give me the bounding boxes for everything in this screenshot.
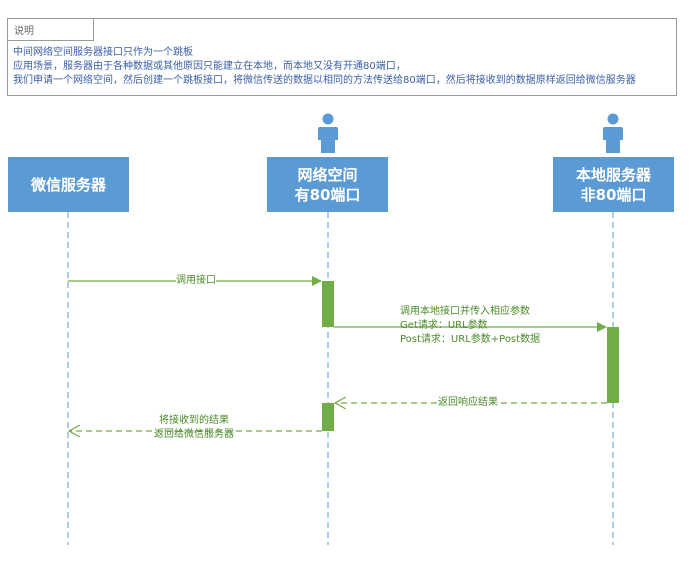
participant-label: 本地服务器 [575,165,651,184]
message-label-call-interface: 调用接口 [176,274,216,288]
message-label-return-result: 返回响应结果 [438,396,498,410]
participant-wechat-server: 微信服务器 [8,157,129,212]
message-label-call-local: 调用本地接口并传入相应参数 Get请求：URL参数 Post请求：URL参数+P… [400,305,540,347]
activation-local-server [607,327,619,403]
activation-network-space-1 [322,281,334,327]
participant-label: 非80端口 [580,185,647,204]
note-line-1: 中间网络空间服务器接口只作为一个跳板 [13,47,193,58]
note-line-2: 应用场景，服务器由于各种数据或其他原因只能建立在本地，而本地又没有开通80端口， [13,61,406,72]
message-text: 调用本地接口并传入相应参数 [400,306,530,317]
message-text: 调用接口 [176,275,216,286]
note-line-3: 我们申请一个网络空间，然后创建一个跳板接口，将微信传送的数据以相同的方法传送给8… [13,75,636,86]
message-text: 将接收到的结果 [159,415,229,426]
participant-local-server: 本地服务器 非80端口 [553,157,674,212]
message-label-return-wechat: 将接收到的结果 返回给微信服务器 [154,414,234,442]
actor-local-server-icon [603,113,623,153]
activation-network-space-2 [322,403,334,431]
actor-network-space-icon [318,113,338,153]
note-tab [8,19,94,41]
participant-network-space: 网络空间 有80端口 [267,157,388,212]
message-text: Get请求：URL参数 [400,320,488,331]
description-note: 说明 中间网络空间服务器接口只作为一个跳板 应用场景，服务器由于各种数据或其他原… [7,18,677,96]
participant-label: 网络空间 [297,165,358,184]
participant-label: 有80端口 [294,185,361,204]
participant-label: 微信服务器 [30,175,106,194]
message-text: Post请求：URL参数+Post数据 [400,334,541,345]
message-text: 返回响应结果 [438,397,498,408]
note-body: 中间网络空间服务器接口只作为一个跳板 应用场景，服务器由于各种数据或其他原因只能… [13,46,636,88]
message-text: 返回给微信服务器 [154,429,234,440]
note-title: 说明 [14,26,34,37]
